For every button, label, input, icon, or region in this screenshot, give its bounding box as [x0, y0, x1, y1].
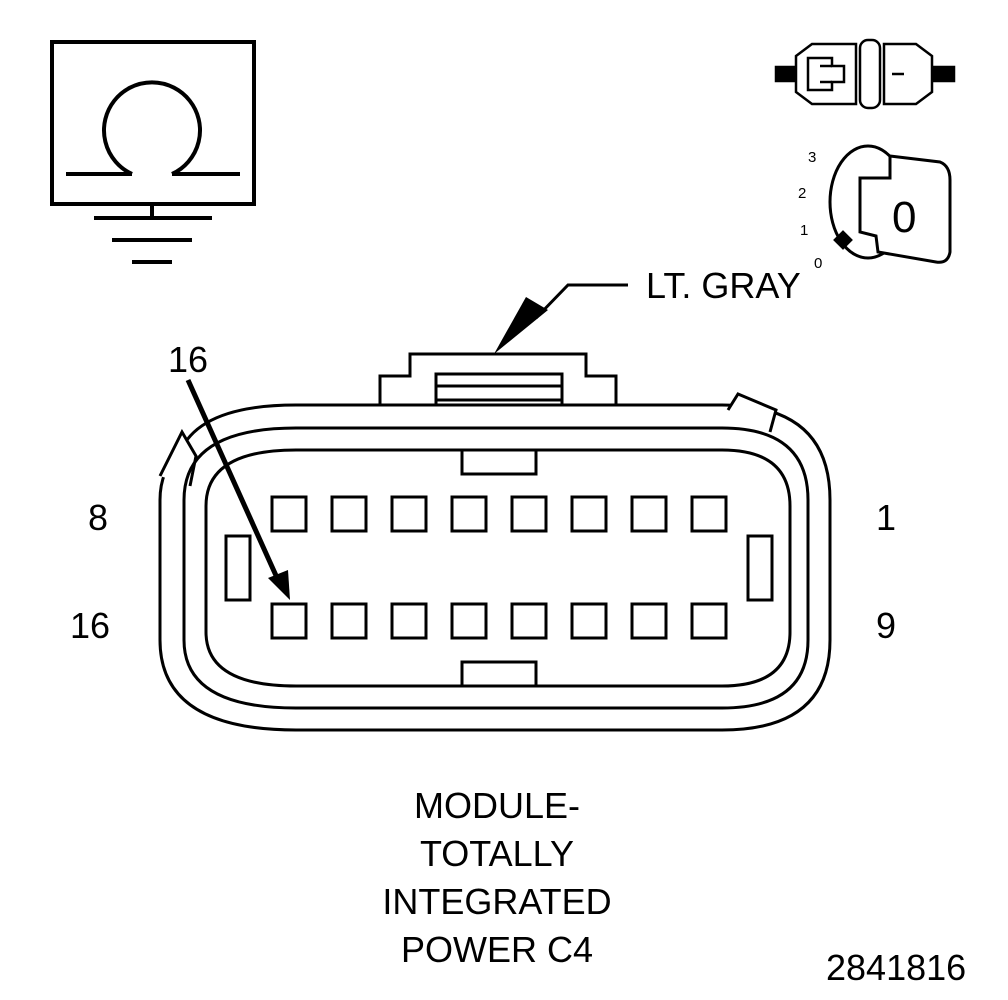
connector-disconnect-icon: [774, 38, 956, 110]
figure-id: 2841816: [826, 947, 966, 988]
pin-cavity-11: [570, 602, 608, 640]
pin-cavity-3: [570, 495, 608, 533]
pin-cavity-1: [690, 495, 728, 533]
pin-label-bottom-right: 9: [876, 605, 896, 646]
pin-cavity-10: [630, 602, 668, 640]
pin-cavity-5: [450, 495, 488, 533]
pin-cavity-16: [270, 602, 308, 640]
pin-cavity-15: [330, 602, 368, 640]
ignition-position-1: 1: [800, 222, 808, 239]
ignition-position-3: 3: [808, 149, 816, 166]
pin-cavity-9: [690, 602, 728, 640]
pin-cavity-2: [630, 495, 668, 533]
caption-line-1: MODULE-: [414, 785, 580, 826]
ignition-key-label: 0: [892, 193, 916, 242]
pin-callout-arrow: 16: [168, 339, 290, 600]
pin-cavity-4: [510, 495, 548, 533]
pin-label-top-right: 1: [876, 497, 896, 538]
ignition-position-0: 0: [814, 255, 822, 272]
connector-color-label: LT. GRAY: [646, 265, 801, 306]
pin-cavity-12: [510, 602, 548, 640]
pin-callout-label: 16: [168, 339, 208, 380]
pin-cavity-8: [270, 495, 308, 533]
caption: MODULE- TOTALLY INTEGRATED POWER C4: [382, 785, 611, 970]
ignition-position-2: 2: [798, 185, 806, 202]
pin-cavity-6: [390, 495, 428, 533]
pin-cavity-7: [330, 495, 368, 533]
ohmmeter-ground-icon: [50, 40, 256, 264]
pin-row-bottom: [270, 602, 728, 640]
caption-line-4: POWER C4: [401, 929, 593, 970]
pin-cavity-14: [390, 602, 428, 640]
pin-label-bottom-left: 16: [70, 605, 110, 646]
caption-line-2: TOTALLY: [420, 833, 574, 874]
pin-label-top-left: 8: [88, 497, 108, 538]
caption-line-3: INTEGRATED: [382, 881, 611, 922]
color-callout: LT. GRAY: [494, 265, 801, 354]
pin-cavity-13: [450, 602, 488, 640]
pin-row-top: [270, 495, 728, 533]
connector-housing: [158, 352, 832, 732]
ignition-key-off-icon: 3 2 1 0 0: [798, 144, 952, 272]
